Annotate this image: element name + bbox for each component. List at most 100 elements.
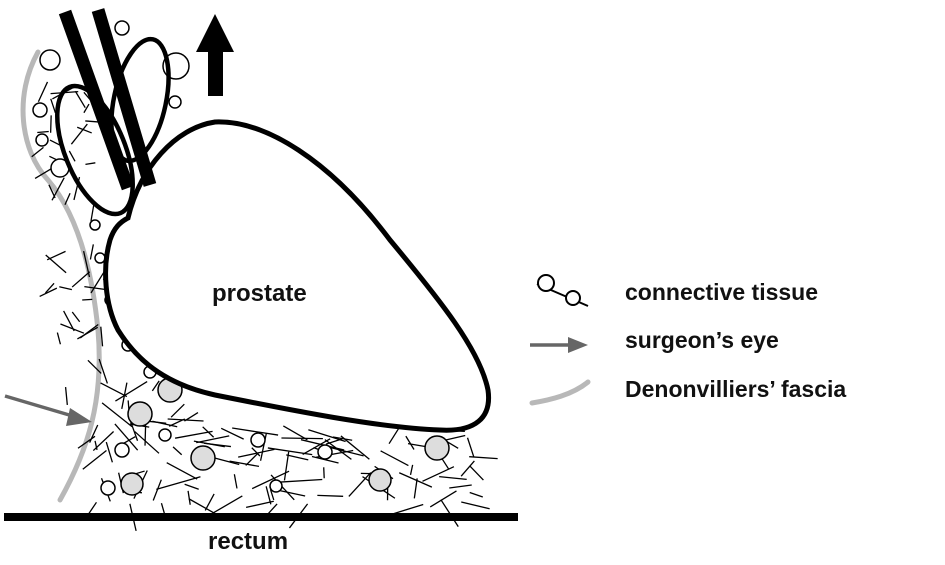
tissue-strand [282, 425, 308, 441]
tissue-strand [49, 115, 52, 133]
tissue-strand [82, 298, 93, 301]
tissue-strand [422, 466, 455, 482]
tissue-strand [59, 286, 73, 291]
tissue-strand [187, 490, 191, 505]
tissue-strand [184, 483, 199, 490]
tissue-strand [269, 489, 275, 501]
tissue-strand [37, 130, 49, 134]
tissue-strand [45, 254, 67, 274]
tissue-strand [64, 387, 68, 406]
tissue-node [94, 252, 106, 264]
tissue-strand [286, 454, 309, 461]
tissue-strand [461, 501, 490, 510]
tissue-node [35, 133, 49, 147]
tissue-strand [466, 437, 475, 458]
tissue-strand [283, 451, 290, 481]
tissue-strand [50, 98, 57, 114]
tissue-strand [44, 282, 55, 294]
tissue-node [89, 219, 101, 231]
tissue-node [190, 445, 216, 471]
tissue-strand [204, 493, 215, 511]
rectum-label: rectum [208, 528, 289, 555]
tissue-strand [79, 324, 99, 339]
tissue-node [32, 102, 48, 118]
tissue-strand [233, 474, 238, 489]
tissue-strand [56, 332, 62, 345]
surgeons-eye-arrow [4, 394, 92, 426]
tissue-strand [39, 287, 58, 298]
tissue-strand [245, 452, 259, 466]
tissue-strand [101, 402, 133, 428]
prostate-label: prostate [212, 280, 307, 307]
surgeons-eye-legend-arrow-icon [530, 337, 588, 353]
vascular-loop-left [55, 83, 135, 217]
tissue-strand [302, 438, 331, 456]
tissue-strand [46, 250, 66, 261]
tissue-strand [270, 474, 295, 501]
tissue-strand [266, 503, 278, 516]
tissue-strand [83, 103, 90, 114]
tissue-strand [71, 271, 91, 288]
tissue-strand [325, 438, 343, 445]
tissue-node [120, 472, 144, 496]
tissue-strand [37, 81, 49, 102]
tissue-strand [232, 427, 279, 436]
tissue-strand [405, 435, 415, 450]
tissue-strand [245, 500, 274, 509]
tissue-node [317, 444, 333, 460]
tissue-node [269, 479, 283, 493]
tissue-strand [469, 456, 498, 460]
tissue-node [100, 480, 116, 496]
tissue-strand [469, 465, 484, 481]
tissue-strand [229, 460, 260, 468]
prostate-outline [103, 119, 492, 433]
tissue-strand [152, 420, 178, 428]
tissue-strand [413, 478, 418, 499]
legend-connective-tissue: connective tissue [625, 279, 819, 305]
tissue-strand [251, 447, 261, 457]
tissue-strand [170, 403, 185, 418]
tissue-strand [76, 126, 92, 134]
tissue-strand [94, 440, 98, 451]
tissue-strand [100, 326, 104, 347]
tissue-strand [265, 486, 272, 505]
tissue-node [368, 468, 392, 492]
tissue-strand [380, 450, 409, 467]
tissue-strand [332, 436, 353, 441]
tissue-strand [115, 381, 148, 402]
tissue-node [39, 49, 61, 71]
tissue-node [168, 95, 182, 109]
tissue-strand [469, 491, 484, 498]
tissue-strand [460, 460, 475, 477]
tissue-strand [449, 484, 472, 489]
tissue-strand [64, 192, 71, 206]
tissue-strand [156, 476, 201, 491]
tissue-strand [100, 382, 128, 398]
tissue-node [250, 432, 266, 448]
tissue-strand [51, 177, 65, 201]
tissue-strand [31, 146, 44, 158]
tissue-strand [68, 150, 76, 162]
tissue-node [114, 20, 130, 36]
tissue-strand [114, 423, 139, 451]
tissue-strand [259, 432, 268, 461]
tissue-strand [85, 162, 96, 166]
tissue-strand [151, 380, 160, 392]
tissue-strand [281, 437, 323, 440]
tissue-strand [90, 269, 106, 294]
tissue-strand [60, 323, 85, 334]
tissue-strand [82, 449, 107, 470]
instrument-bar-right [91, 8, 157, 187]
up-arrow-icon [196, 14, 234, 96]
tissue-strand [71, 311, 81, 323]
tissue-strand [166, 462, 198, 480]
tissue-strand [276, 478, 323, 483]
tissue-strand [74, 90, 86, 109]
tissue-strand [311, 455, 339, 464]
tissue-strand [172, 446, 183, 456]
legend-denonvilliers-fascia: Denonvilliers’ fascia [625, 376, 847, 402]
denonvilliers-fascia-legend-icon [529, 379, 591, 406]
connective-tissue-mesh [31, 20, 498, 532]
instrument-bar-left [58, 9, 135, 191]
